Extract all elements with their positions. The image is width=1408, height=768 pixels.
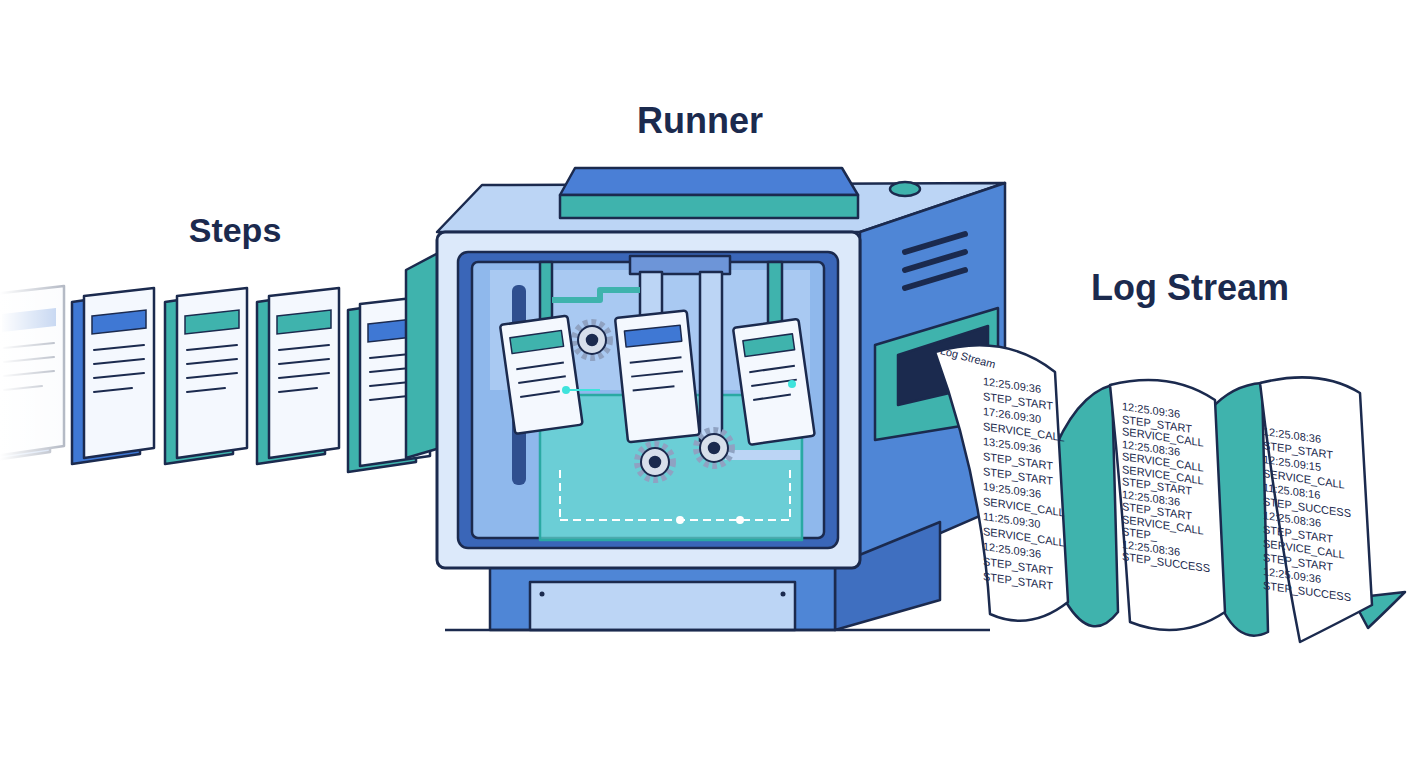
- runner-machine-part-part-part: [516, 362, 564, 369]
- step-card: [257, 288, 339, 464]
- runner-machine-part: [638, 445, 672, 479]
- step-card-part: [92, 310, 146, 334]
- runner-machine-part: [406, 252, 440, 458]
- runner-machine-part: [781, 592, 786, 597]
- runner-machine-part-part-part: [749, 366, 795, 372]
- runner-machine: [406, 168, 1005, 630]
- runner-machine-part: [575, 323, 609, 357]
- runner-machine-part-part: [510, 331, 564, 354]
- step-card: [72, 288, 154, 464]
- runner-machine-part: [697, 431, 731, 465]
- runner-machine-part: [736, 516, 744, 524]
- runner-machine-node: Runner: [435, 165, 1010, 630]
- runner-machine-part-part: [624, 325, 681, 347]
- runner-machine-part-part: [905, 270, 965, 288]
- log-paper-part: [1110, 380, 1225, 630]
- runner-machine-part: [530, 582, 795, 630]
- log-lines: 12:25.08:36 STEP_START 12:25.09:15 SERVI…: [1263, 424, 1351, 604]
- runner-machine-part: [905, 234, 965, 288]
- runner-machine-part: [560, 470, 790, 520]
- fade-overlay: [0, 270, 70, 470]
- runner-machine-part-part: [743, 334, 795, 357]
- runner-machine-part-part-part: [633, 386, 675, 390]
- step-card-part: [72, 288, 154, 464]
- runner-machine-part: [615, 310, 700, 442]
- runner-machine-part: [437, 232, 860, 568]
- runner-machine-part: [445, 629, 990, 632]
- runner-machine-part: [676, 516, 684, 524]
- runner-machine-part: [490, 560, 835, 630]
- runner-machine-part: [560, 195, 858, 218]
- log-paper-part: [1260, 377, 1372, 642]
- runner-machine-part-part: [749, 366, 798, 400]
- runner-machine-part-part: [733, 319, 815, 445]
- runner-machine-part-part-part: [518, 376, 566, 383]
- runner-machine-part: [458, 252, 838, 548]
- runner-machine-part: [540, 592, 545, 597]
- runner-machine-part: [733, 319, 815, 445]
- step-card: [165, 288, 247, 464]
- log-lines: 12:25.09:36 STEP_START SERVICE_CALL 12:2…: [1122, 400, 1210, 575]
- runner-machine-part-part: [905, 252, 965, 270]
- runner-machine-part: [562, 386, 570, 394]
- runner-machine-part-part: [615, 310, 700, 442]
- runner-machine-part-part: [500, 316, 583, 434]
- runner-machine-part: [560, 168, 858, 195]
- runner-machine-part: [565, 389, 600, 391]
- runner-machine-part-part: [516, 362, 567, 396]
- node-heading: Log Stream: [990, 268, 1390, 308]
- runner-machine-part: [890, 182, 920, 196]
- step-card-part: [165, 288, 247, 464]
- log-paper: [935, 345, 1405, 642]
- log-paper-part: [935, 345, 1068, 620]
- runner-machine-part: [552, 290, 640, 300]
- node-heading: Runner: [600, 101, 800, 141]
- step-cards: [0, 270, 430, 472]
- runner-machine-part: [700, 272, 722, 442]
- runner-machine-part-part-part: [630, 357, 682, 362]
- step-card-part: [257, 288, 339, 464]
- log-stream-node: Log StreamLog Stream12:25.09:36 STEP_STA…: [930, 330, 1408, 650]
- runner-machine-part: [725, 450, 800, 460]
- runner-machine-part-part-part: [520, 391, 560, 397]
- runner-machine-part: [788, 380, 796, 388]
- log-lines: 12:25.09:36 STEP_START 17:26.09:30 SERVI…: [983, 374, 1064, 595]
- runner-machine-part-part-part: [753, 395, 791, 400]
- runner-machine-part-part: [630, 357, 685, 390]
- step-card-part: [277, 310, 331, 334]
- runner-machine-part-part: [905, 234, 965, 252]
- group-heading: Steps: [135, 210, 335, 250]
- runner-machine-part-part-part: [631, 371, 683, 376]
- runner-machine-part: [500, 316, 583, 434]
- paper-title: Log Stream: [939, 344, 997, 371]
- step-card-part: [185, 310, 239, 334]
